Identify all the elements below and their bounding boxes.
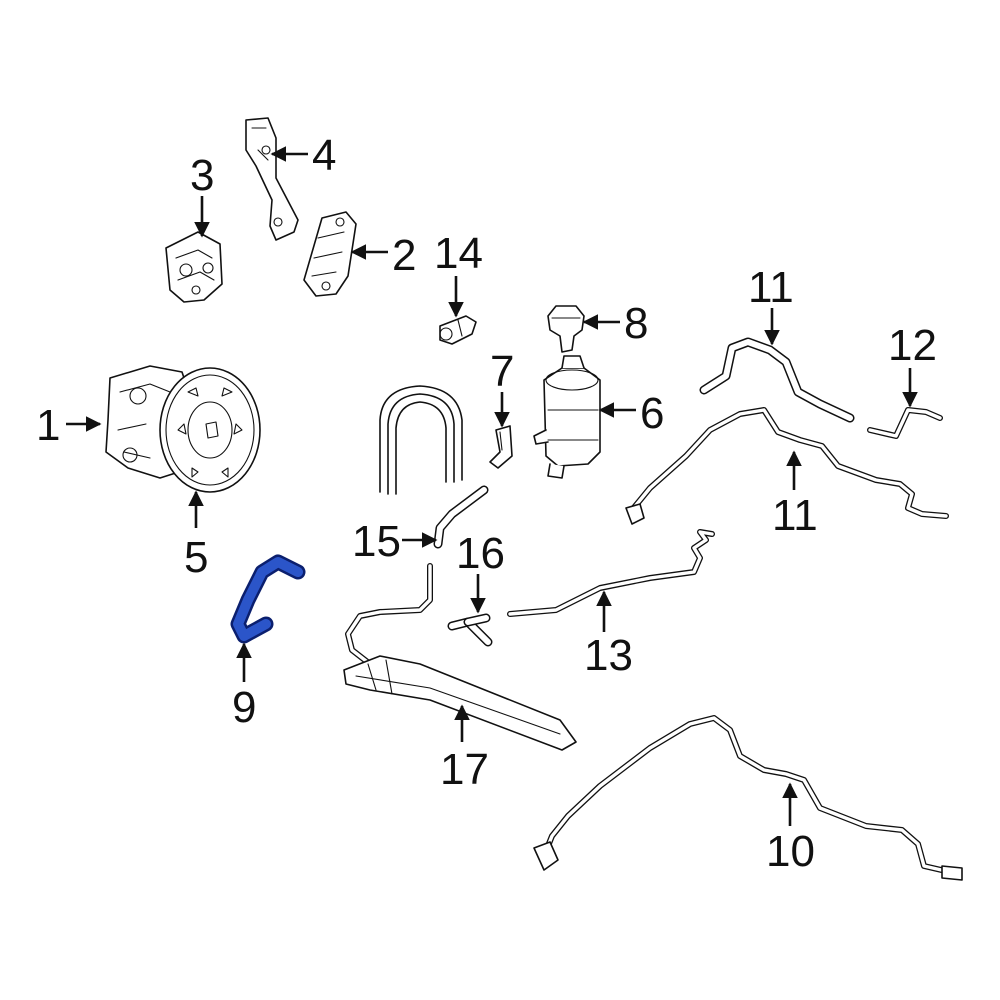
callout-5: 5 (184, 533, 208, 582)
drive-belt[interactable] (379, 385, 463, 495)
callout-6: 6 (640, 389, 664, 438)
support-bracket[interactable] (245, 117, 299, 241)
cooler-pipe-small[interactable] (867, 407, 943, 439)
hose-clip[interactable] (489, 425, 513, 469)
fluid-reservoir[interactable] (533, 355, 601, 479)
callout-8: 8 (624, 299, 648, 348)
reservoir-cap[interactable] (547, 305, 585, 353)
highlighted-hose[interactable] (230, 554, 306, 644)
power-steering-pump[interactable] (105, 365, 261, 493)
callout-2: 2 (392, 231, 416, 280)
callout-16: 16 (456, 529, 505, 578)
callout-15: 15 (352, 517, 401, 566)
callout-labels: 1 2 3 4 5 6 7 8 9 10 11 11 12 13 14 15 1… (36, 131, 937, 876)
callout-11-lower: 11 (772, 491, 818, 540)
return-line[interactable] (507, 529, 715, 617)
callout-3: 3 (190, 151, 214, 200)
callout-11-upper: 11 (748, 263, 794, 312)
elbow-hose[interactable] (447, 613, 493, 647)
callout-17: 17 (440, 745, 489, 794)
callout-10: 10 (766, 827, 815, 876)
callout-7: 7 (490, 347, 514, 396)
callout-14: 14 (434, 229, 483, 278)
leader-arrows (66, 146, 918, 826)
callout-12: 12 (888, 321, 937, 370)
cooler-pipe-upper[interactable] (699, 337, 855, 423)
adjusting-bracket[interactable] (303, 211, 357, 297)
callout-1: 1 (36, 401, 60, 450)
pressure-hose-lower[interactable] (625, 407, 949, 525)
callout-4: 4 (312, 131, 336, 180)
callout-13: 13 (584, 631, 633, 680)
pressure-switch[interactable] (439, 315, 477, 345)
callout-9: 9 (232, 683, 256, 732)
return-hose-small[interactable] (433, 485, 489, 549)
pressure-hose[interactable] (533, 715, 963, 881)
pump-mounting-bracket[interactable] (165, 231, 223, 303)
line-with-heat-shield[interactable] (343, 563, 577, 751)
